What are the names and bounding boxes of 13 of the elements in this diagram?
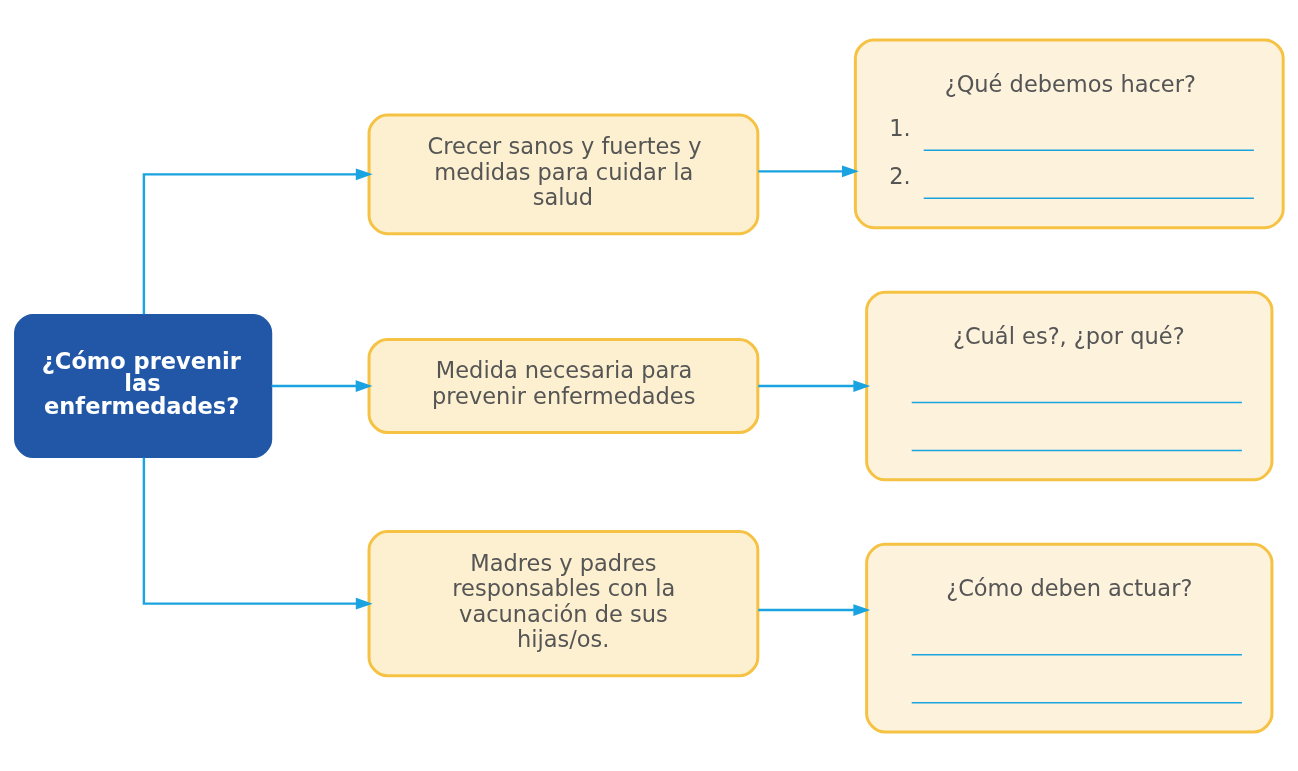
arrow (271, 379, 373, 392)
node-box: ¿Cómo deben actuar? (865, 542, 1274, 733)
arrow (758, 164, 859, 177)
arrow (142, 457, 373, 610)
node-box: ¿Qué debemos hacer? 1. 2. (853, 38, 1285, 229)
node-box: Madres y padres responsables con la vacunación de sus hijas/os. (367, 529, 760, 677)
node-box: Medida necesaria para prevenir enfermedades (367, 337, 760, 434)
node-box: Crecer sanos y fuertes y medidas para cuidar la salud (367, 113, 760, 235)
arrow (758, 603, 871, 616)
arrow (758, 379, 871, 392)
node-box: ¿Cómo prevenir las enfermedades? (14, 313, 273, 458)
arrow (142, 167, 373, 314)
node-box: ¿Cuál es?, ¿por qué? (865, 290, 1274, 481)
